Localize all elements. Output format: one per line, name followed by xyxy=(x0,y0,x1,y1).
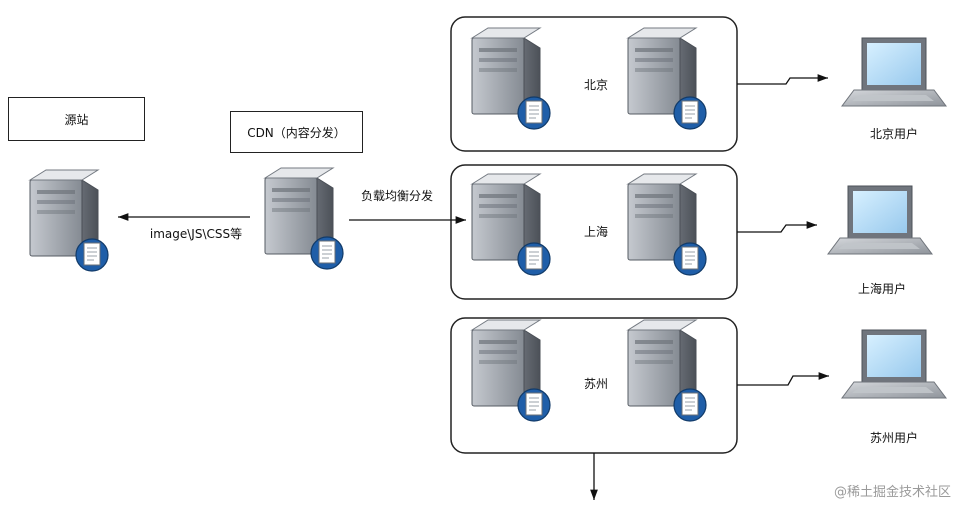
origin-server-icon xyxy=(29,169,109,272)
suzhou-server-left-icon xyxy=(471,319,551,422)
cdn-box: CDN（内容分发） xyxy=(230,111,363,153)
beijing-server-left-icon xyxy=(471,27,551,130)
suzhou-user-label: 苏州用户 xyxy=(869,431,919,445)
beijing-server-right-icon xyxy=(627,27,707,130)
beijing-city-label: 北京 xyxy=(583,78,609,92)
shanghai-server-right-icon xyxy=(627,173,707,276)
shanghai-user-laptop-icon xyxy=(827,185,933,255)
suzhou-user-arrow-icon xyxy=(737,372,829,386)
origin-arrow-label: image\JS\CSS等 xyxy=(149,227,243,241)
origin-box: 源站 xyxy=(8,97,145,141)
shanghai-user-arrow-icon xyxy=(737,221,817,233)
suzhou-city-label: 苏州 xyxy=(583,377,609,391)
suzhou-server-right-icon xyxy=(627,319,707,422)
shanghai-server-left-icon xyxy=(471,173,551,276)
origin-label: 源站 xyxy=(64,112,89,127)
shanghai-user-label: 上海用户 xyxy=(857,282,907,296)
watermark: @稀土掘金技术社区 xyxy=(833,485,951,500)
beijing-user-arrow-icon xyxy=(737,74,828,85)
suzhou-user-laptop-icon xyxy=(841,329,947,399)
beijing-user-label: 北京用户 xyxy=(869,127,919,141)
cdn-server-icon xyxy=(264,167,344,270)
cdn-label: CDN（内容分发） xyxy=(247,125,346,140)
shanghai-city-label: 上海 xyxy=(583,225,609,239)
beijing-user-laptop-icon xyxy=(841,37,947,107)
balancer-label: 负载均衡分发 xyxy=(360,189,434,203)
